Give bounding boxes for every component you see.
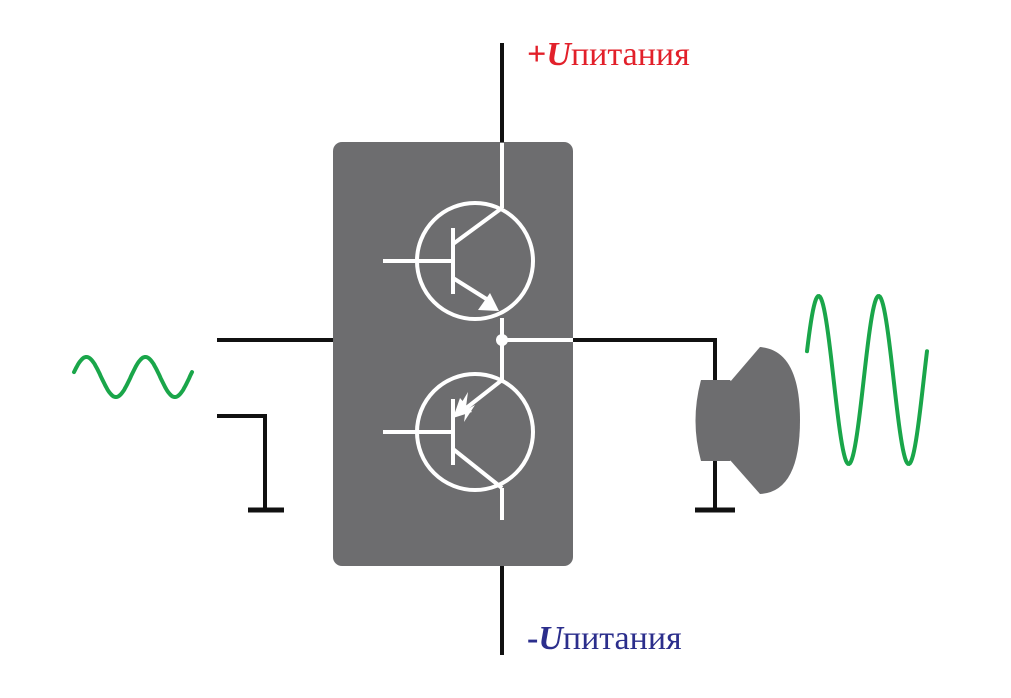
speaker-icon bbox=[695, 347, 800, 494]
output-ground-wire bbox=[695, 460, 735, 513]
amplifier-body bbox=[333, 142, 573, 566]
positive-supply-symbol: U bbox=[546, 36, 571, 73]
positive-supply-subscript: питания bbox=[570, 36, 690, 73]
negative-supply-sign: - bbox=[527, 620, 539, 657]
positive-supply-sign: + bbox=[527, 36, 547, 73]
negative-supply-subscript: питания bbox=[562, 620, 682, 657]
pnp-emitter-arrowhead bbox=[453, 398, 472, 418]
npn-emitter-arrow bbox=[478, 293, 499, 311]
output-wire bbox=[573, 338, 717, 382]
input-ground-wire bbox=[217, 414, 284, 513]
negative-supply-label: -Uпитания bbox=[527, 622, 682, 656]
input-signal-wave bbox=[72, 355, 194, 399]
negative-supply-symbol: U bbox=[538, 620, 563, 657]
output-node bbox=[496, 334, 508, 346]
npn-transistor-icon bbox=[383, 173, 535, 321]
positive-supply-label: +Uпитания bbox=[527, 38, 690, 72]
pnp-transistor-icon bbox=[383, 372, 535, 492]
output-signal-wave bbox=[805, 294, 929, 466]
